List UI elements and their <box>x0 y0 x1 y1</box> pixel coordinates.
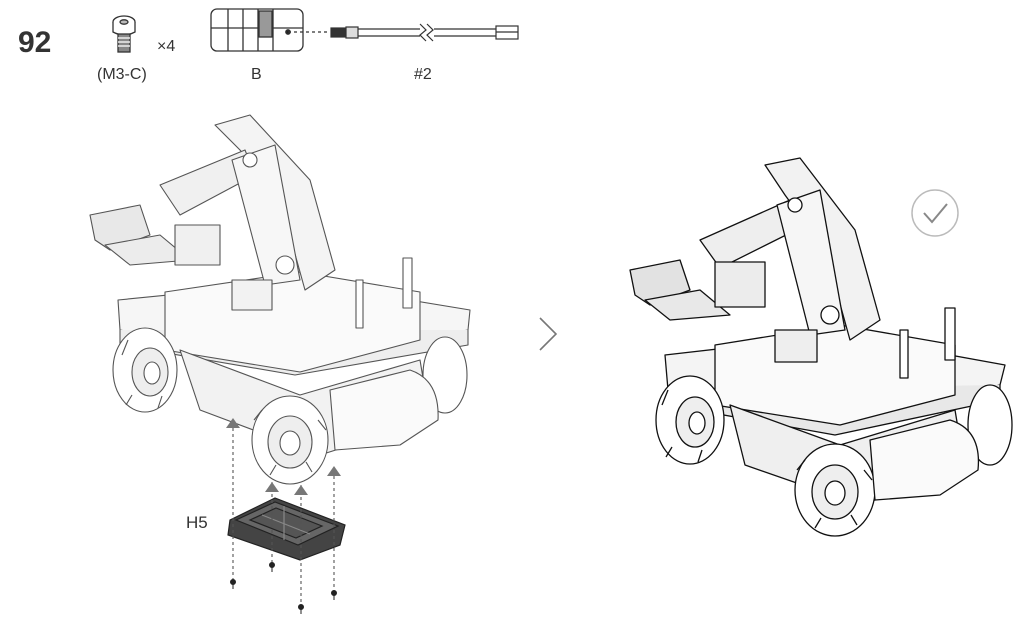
screw-code-label: (M3-C) <box>97 66 147 83</box>
screwdriver-icon <box>330 23 519 42</box>
parts-box-icon <box>210 8 304 52</box>
chevron-right-icon <box>539 317 558 351</box>
screw-icon <box>112 15 136 53</box>
checkmark-icon <box>911 189 959 237</box>
screws-m3-c <box>230 562 337 614</box>
parts-box-label: B <box>251 66 262 83</box>
robot-before-illustration <box>89 114 471 485</box>
step-number: 92 <box>18 26 52 59</box>
screwdriver-label: #2 <box>414 66 432 83</box>
mounting-arrows <box>226 418 341 495</box>
component-label-h5: H5 <box>186 513 208 532</box>
robot-after-illustration <box>629 157 1013 537</box>
mounting-guide-lines <box>232 428 335 610</box>
screw-quantity-label: ×4 <box>157 38 176 55</box>
h5-plate-part <box>227 497 346 561</box>
